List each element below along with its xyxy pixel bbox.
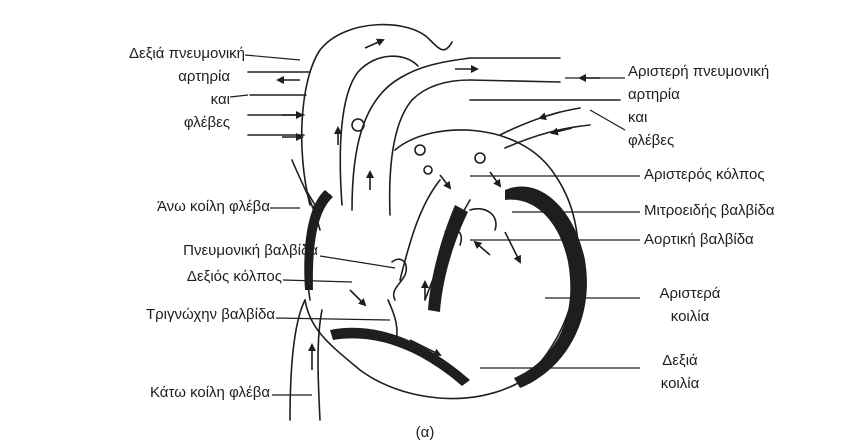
vein-opening-1	[415, 145, 425, 155]
flow-arrow-aorta-top	[365, 40, 383, 48]
aortic-arch-outer	[302, 25, 452, 205]
vein-opening-3	[424, 166, 432, 174]
vein-opening-4	[352, 119, 364, 131]
label-left-pulmonary-3: και	[628, 109, 647, 127]
leader-right-pulmonary	[245, 55, 300, 60]
leader-pulmonary-valve	[320, 256, 395, 268]
aortic-arch-inner	[340, 56, 418, 205]
label-pulmonary-valve: Πνευμονική βαλβίδα	[60, 242, 318, 260]
label-right-atrium: Δεξιός κόλπος	[60, 268, 282, 286]
label-right-ventricle-2: κοιλία	[640, 375, 720, 393]
label-left-pulmonary-2: αρτηρία	[628, 86, 680, 104]
leader-right-atrium	[283, 280, 352, 282]
label-superior-vena-cava: Άνω κοίλη φλέβα	[60, 198, 270, 216]
flow-arrow-lv-up	[475, 242, 490, 255]
inferior-vena-cava-right	[318, 310, 322, 420]
label-inferior-vena-cava: Κάτω κοίλη φλέβα	[60, 384, 270, 402]
figure-caption: (α)	[400, 424, 450, 442]
left-ventricle-wall	[505, 186, 587, 388]
left-pulmonary-vessel-2	[470, 80, 560, 82]
leader-left-vessels	[590, 110, 625, 130]
vein-opening-2	[475, 153, 485, 163]
label-left-pulmonary-4: φλέβες	[628, 132, 674, 150]
label-right-ventricle-1: Δεξιά	[640, 352, 720, 370]
flow-arrow-mitral	[505, 232, 520, 262]
label-right-pulmonary-2: αρτηρία	[60, 68, 230, 86]
label-right-pulmonary-3: και	[60, 91, 230, 109]
label-right-pulmonary-4: φλέβες	[60, 114, 230, 132]
flow-arrow-la-1	[440, 175, 450, 188]
flow-arrow-left-vein-1	[540, 112, 560, 118]
label-right-pulmonary-1: Δεξιά πνευμονική	[60, 45, 245, 63]
septum-wall	[428, 205, 468, 312]
right-atrium-wall	[304, 190, 333, 290]
label-left-atrium: Αριστερός κόλπος	[644, 166, 765, 184]
label-tricuspid-valve: Τριγνώχην βαλβίδα	[60, 306, 275, 324]
label-mitral-valve: Μιτροειδής βαλβίδα	[644, 202, 775, 220]
label-left-ventricle-2: κοιλία	[640, 308, 740, 326]
right-ventricle-floor	[330, 328, 470, 386]
label-left-ventricle-1: Αριστερά	[640, 285, 740, 303]
mitral-valve-shape	[470, 209, 496, 230]
flow-arrow-ra	[350, 290, 365, 305]
leader-right-pulmonary-2	[230, 95, 248, 97]
flow-arrow-la-2	[490, 172, 500, 186]
leader-tricuspid	[276, 318, 390, 320]
left-pulmonary-vein-2	[505, 125, 590, 148]
label-aortic-valve: Αορτική βαλβίδα	[644, 231, 754, 249]
left-pulmonary-vein-1	[500, 108, 580, 135]
label-left-pulmonary-1: Αριστερή πνευμονική	[628, 63, 769, 81]
